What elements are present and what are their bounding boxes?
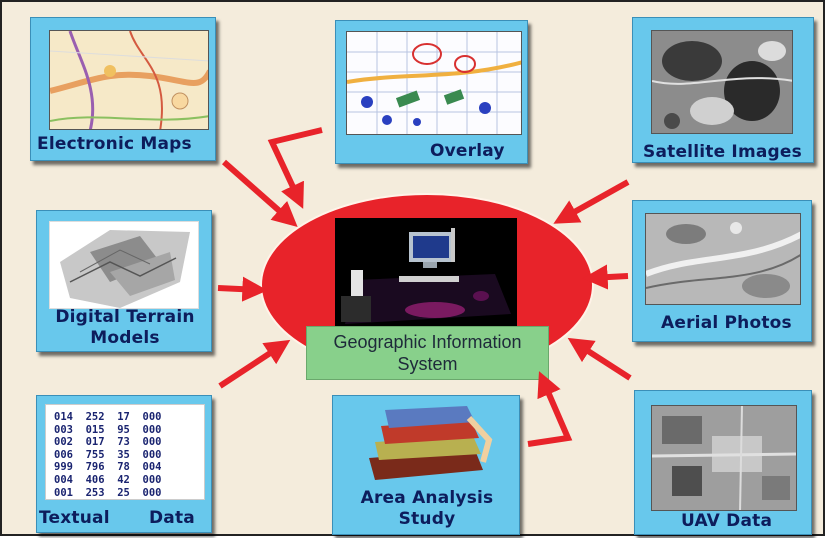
label-uav-data: UAV Data (681, 511, 773, 531)
number-table-row: 004 406 42 000 (54, 473, 162, 486)
arrow-uav-data (567, 337, 632, 381)
card-uav-data: UAV Data (634, 390, 812, 535)
arrow-satellite-images (553, 179, 630, 224)
label-electronic-maps: Electronic Maps (37, 134, 192, 154)
card-area-analysis-study: Area Analysis Study (332, 395, 520, 535)
arrow-aerial-photos (582, 264, 629, 290)
gis-label-box: Geographic Information System (306, 326, 549, 380)
label-overlay: Overlay (430, 141, 505, 161)
number-table-row: 999 796 78 004 (54, 461, 162, 474)
label-data: Data (149, 508, 195, 528)
overlay-thumbnail (346, 31, 522, 135)
label-satellite-images: Satellite Images (643, 142, 802, 162)
number-table-row: 001 253 25 000 (54, 486, 162, 499)
arrow-electronic-maps (222, 159, 298, 228)
uav-thumbnail (651, 405, 797, 511)
label-aerial-photos: Aerial Photos (661, 313, 792, 333)
terrain-thumbnail (49, 221, 199, 309)
computer-workstation-icon (335, 218, 517, 330)
card-aerial-photos: Aerial Photos (632, 200, 812, 342)
satellite-thumbnail (651, 30, 793, 134)
aerial-thumbnail (645, 213, 801, 305)
card-digital-terrain-models: Digital Terrain Models (36, 210, 212, 352)
books-icon (355, 400, 499, 484)
arrow-textual-data (218, 339, 291, 389)
card-satellite-images: Satellite Images (632, 17, 814, 163)
card-electronic-maps: Electronic Maps (30, 17, 216, 161)
arrow-overlay (267, 127, 323, 209)
number-table-row: 014 252 17 000 (54, 411, 162, 423)
card-overlay: Overlay (335, 20, 528, 164)
map-thumbnail (49, 30, 209, 130)
gis-label: Geographic Information System (333, 332, 522, 374)
label-textual: Textual (39, 508, 110, 528)
label-area-analysis-study: Area Analysis Study (360, 488, 494, 529)
arrow-area-analysis-study (527, 371, 573, 447)
label-digital-terrain-models: Digital Terrain Models (55, 307, 195, 348)
number-table-row: 002 017 73 000 (54, 436, 162, 449)
number-table-row: 006 755 35 000 (54, 448, 162, 461)
number-table-row: 003 015 95 000 (54, 423, 162, 436)
arrow-digital-terrain-models (217, 276, 268, 302)
